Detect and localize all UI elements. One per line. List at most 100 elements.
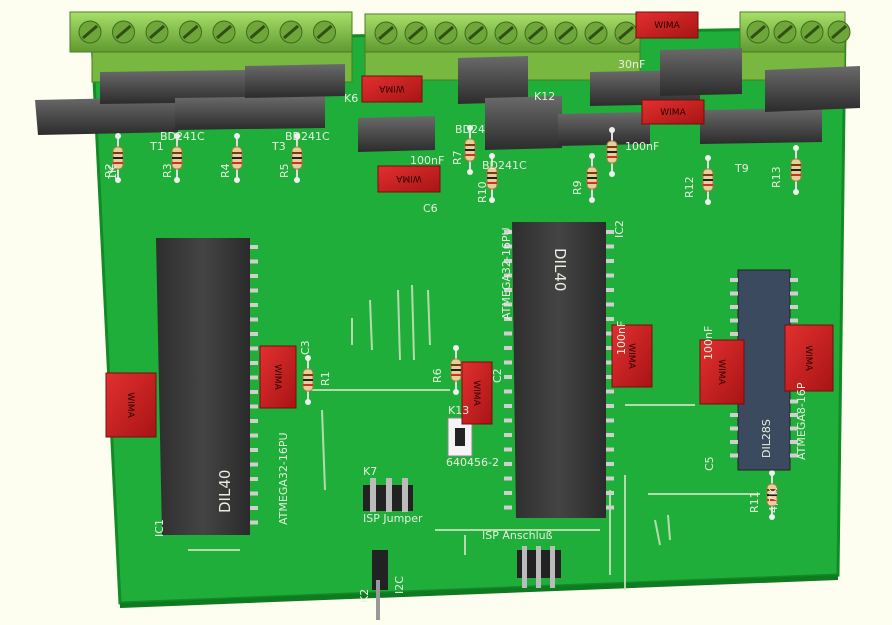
ic-pin [250,390,258,394]
label-bd241c-3: BD241C [482,159,527,172]
transistors [35,48,860,152]
transistor-tab [485,96,562,150]
label-100nf-mid: 100nF [615,321,628,355]
ic-pin [504,447,512,452]
resistor [450,345,462,395]
label-dil28s: DIL28S [760,419,773,458]
label-k2: K2 [358,589,371,603]
ic-pin [606,360,614,365]
ic-pin [504,404,512,408]
label-t9: T9 [734,162,749,175]
ic-pin [606,375,614,379]
ic-pin [790,278,798,282]
ic-pin [606,505,614,510]
terminal-screw [374,21,398,45]
resistor [702,155,714,205]
capacitor-cap-c2: WIMA [461,361,493,425]
ic-pin [790,440,798,444]
ic-pin [504,331,512,336]
ic-pin [606,230,614,234]
label-dil40-right: DIL40 [551,248,569,291]
ic-pin [504,273,512,278]
terminal-screw [773,20,797,44]
ic-pin [250,288,258,293]
terminal-screw [212,20,236,44]
terminal-screw [246,20,269,44]
capacitor-label: WIMA [471,380,481,406]
ic-pin [790,399,798,404]
ic-pin [730,278,738,282]
pcb-traces [188,284,760,590]
label-r12: R12 [683,176,696,198]
label-r2-value: 1K [106,165,119,180]
label-r9: R9 [571,180,584,195]
ic-pin [606,462,614,466]
terminal-screw [524,21,548,45]
label-r6: R6 [431,368,444,383]
ic-pin [790,291,798,296]
label-dil40-left: DIL40 [216,470,234,513]
resistor [291,133,303,183]
capacitor-label: WIMA [272,364,282,390]
resistor [171,133,183,183]
label-i2c: I2C [393,576,406,594]
transistor-tab [558,112,650,146]
resistor [464,125,476,175]
ic-pin [250,317,258,322]
ic-pin [250,245,258,249]
ic-pin [790,413,798,417]
label-r3: R3 [161,163,174,178]
isp-connector-header [517,546,561,588]
label-bd241c-2: BD241C [285,130,330,143]
label-r7: R7 [451,150,464,165]
terminal-screw [78,20,102,44]
label-ic2: IC2 [613,220,626,238]
label-bd24: BD24 [455,123,485,136]
capacitor-label: WIMA [626,343,636,369]
ic-pin [790,305,798,309]
ic-pin [606,389,614,394]
ic-pin [606,418,614,423]
terminal-screw [746,20,770,44]
i2c-connector [372,550,388,620]
terminal-screw [614,21,638,45]
ic-pin [730,332,738,336]
label-c2: C2 [491,368,504,383]
terminal-screw [279,20,303,44]
ic-pin [250,259,258,264]
capacitor-cap-mid: WIMA [361,75,423,103]
terminal-screw [404,21,428,45]
label-atmega8: ATMEGA8-16P [795,382,808,460]
terminal-screw [145,20,169,44]
ic-pin [730,426,738,431]
label-100nf-top: 100nF [625,140,659,153]
transistor-tab [100,70,245,104]
label-ic1: IC1 [153,519,166,537]
ic-pin [250,462,258,467]
transistor-tab [660,48,742,96]
resistor [112,133,124,183]
ic-pin [250,520,258,525]
terminal-screw [494,21,518,45]
pcb-board-edge [120,575,838,608]
ic-pin [730,305,738,309]
ic-pin [504,259,512,263]
ic-pin [504,302,512,307]
ic-pin [250,274,258,278]
resistor [790,145,802,195]
transistor-tab [765,66,860,112]
ic-pin [504,462,512,466]
ic-pin [250,375,258,380]
capacitor-cap-top-2: WIMA [641,99,705,125]
ic-pin [606,244,614,249]
ic-pin [790,318,798,323]
ic-pin [730,318,738,323]
ic-pin [606,302,614,307]
label-640456: 640456-2 [446,456,499,469]
resistor [231,133,243,183]
transistor-tab [35,97,178,135]
ic-pin [504,389,512,394]
